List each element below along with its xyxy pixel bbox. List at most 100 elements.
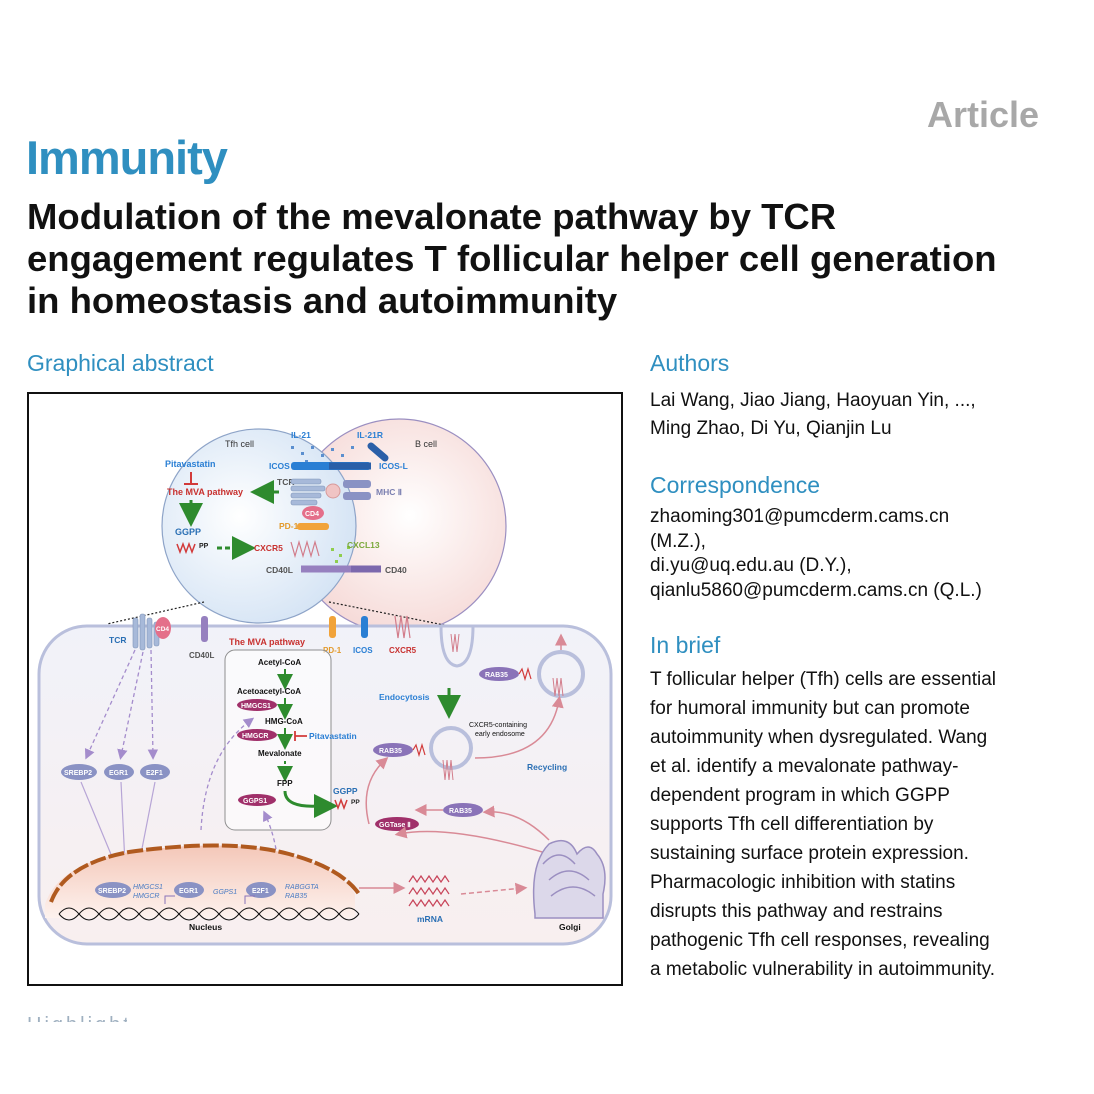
pd1-main-label: PD-1: [323, 646, 342, 655]
in-brief-line: T follicular helper (Tfh) cells are esse…: [650, 669, 997, 690]
rab35-endosome-shape: [373, 743, 413, 757]
nucleus-to-hmgcs1-arrow: [200, 717, 255, 831]
golgi-to-ggtase-arrow: [394, 826, 550, 855]
hmgcs1-enzyme-shape: [237, 699, 277, 711]
tfh-cell-label: Tfh cell: [225, 439, 254, 449]
icos-top-label: ICOS: [269, 461, 290, 471]
early-endosome: [429, 726, 473, 770]
gene-rabggta-label: RABGGTA: [285, 884, 319, 891]
rab35-endosome-label: RAB35: [379, 748, 402, 755]
mhc2-label: MHC Ⅱ: [376, 487, 402, 497]
correspondence-block: zhaoming301@pumcderm.cams.cn (M.Z.), di.…: [650, 505, 982, 603]
cd40l-main-shape: [201, 616, 208, 642]
cxcr5-main-receptor: [394, 615, 411, 639]
icos-main-label: ICOS: [353, 646, 373, 655]
endocytosis-receptor: [450, 633, 460, 653]
pd1-bar: [297, 523, 329, 530]
e2f1-label: E2F1: [146, 770, 163, 777]
peptide-shape: [325, 483, 341, 499]
hmgcr-enzyme-shape: [237, 729, 277, 741]
mva-pathway-main-label: The MVA pathway: [229, 637, 305, 647]
authors-heading: Authors: [650, 350, 730, 376]
il21r-receptor: [367, 442, 389, 462]
journal-name: Immunity: [26, 131, 228, 184]
cd4-top-shape: [302, 506, 324, 520]
cxcr5-top-label: CXCR5: [254, 543, 283, 553]
authors-line-1: Lai Wang, Jiao Jiang, Haoyuan Yin, ...,: [650, 390, 976, 411]
promoter-arrows: [164, 895, 255, 904]
tcr-complex-top: [290, 478, 326, 506]
in-brief-line: pathogenic Tfh cell responses, revealing: [650, 930, 990, 951]
tfh-cell-shape: [161, 428, 357, 624]
cd4-main-shape: [155, 617, 171, 639]
inhibit-symbol-top: [184, 472, 198, 485]
ggtase-label: GGTase Ⅱ: [379, 821, 411, 829]
fpp-to-ggpp-arrow: [283, 790, 338, 818]
srebp2-nuclear-label: SREBP2: [98, 888, 126, 895]
mrna-wave-3: [408, 898, 450, 908]
rab35-recycling-label: RAB35: [485, 672, 508, 679]
b-cell-label: B cell: [415, 439, 437, 449]
zoom-lines: [106, 601, 450, 627]
mrna-to-golgi-arrow: [460, 882, 528, 895]
pp-top-label: PP: [199, 543, 209, 550]
mhc2-lower: [343, 492, 371, 500]
endosome-label-line2: early endosome: [475, 731, 525, 738]
il21-label: IL-21: [291, 430, 311, 440]
recycling-label: Recycling: [527, 762, 567, 772]
tcr-to-e2f1-arrow: [147, 649, 159, 760]
pitavastatin-top-label: Pitavastatin: [165, 459, 216, 469]
ggps1-enzyme-shape: [238, 794, 276, 806]
in-brief-line: sustaining surface protein expression.: [650, 843, 969, 864]
article-type-label: Article: [926, 94, 1039, 135]
cd40-label: CD40: [385, 565, 407, 575]
egr1-nuclear-label: EGR1: [179, 888, 198, 895]
dna-strand-2: [58, 907, 360, 921]
in-brief-line: a metabolic vulnerability in autoimmunit…: [650, 959, 995, 980]
email-zhaoming[interactable]: zhaoming301@pumcderm.cams.cn: [650, 506, 950, 527]
cd4-top-label: CD4: [305, 511, 319, 518]
mhc2-upper: [343, 480, 371, 488]
cxcr5-main-label: CXCR5: [389, 646, 417, 655]
correspondence-heading: Correspondence: [650, 472, 821, 498]
endocytosis-label: Endocytosis: [379, 692, 430, 702]
endocytosis-invagination: [439, 625, 475, 668]
endosome-receptor: [442, 759, 454, 781]
in-brief-line: supports Tfh cell differentiation by: [650, 814, 934, 835]
e2f1-shape: [140, 764, 170, 780]
graphical-abstract-figure: Tfh cell B cell IL-21 IL-21R Pitavastati…: [27, 392, 623, 986]
tcr-top-label: TCR: [277, 477, 294, 487]
acetoacetyl-coa-label: Acetoacetyl-CoA: [237, 687, 301, 696]
graphical-abstract-svg: Tfh cell B cell IL-21 IL-21R Pitavastati…: [37, 418, 613, 946]
mrna-wave-1: [408, 874, 450, 884]
inhibit-symbol-main: [294, 731, 307, 741]
golgi-shape: [532, 839, 606, 919]
cxcr5-top-receptor: [290, 539, 320, 559]
fpp-label: FPP: [277, 779, 293, 788]
nucleus-label: Nucleus: [189, 922, 222, 932]
mrna-label: mRNA: [417, 914, 443, 924]
ggps1-enzyme-label: GGPS1: [243, 798, 267, 805]
ggpp-main-label: GGPP: [333, 786, 358, 796]
egr1-shape: [104, 764, 134, 780]
cd40l-top-label: CD40L: [266, 565, 293, 575]
ggpp-top-label: GGPP: [175, 527, 201, 537]
email-qianlu[interactable]: qianlu5860@pumcderm.cams.cn (Q.L.): [650, 579, 982, 601]
egr1-label: EGR1: [109, 770, 128, 777]
pp-main-label: PP: [351, 799, 360, 806]
in-brief-heading: In brief: [650, 632, 721, 658]
cd40l-main-label: CD40L: [189, 651, 214, 660]
golgi-cisternae: [542, 854, 596, 897]
hmgcs1-enzyme-label: HMGCS1: [241, 703, 271, 710]
email-diyu[interactable]: di.yu@uq.edu.au (D.Y.),: [650, 555, 852, 576]
mevalonate-label: Mevalonate: [258, 749, 302, 758]
graphical-abstract-heading: Graphical abstract: [27, 350, 214, 376]
pd1-main-shape: [329, 616, 336, 638]
acetyl-coa-label: Acetyl-CoA: [258, 658, 301, 667]
in-brief-line: autoimmunity when dysregulated. Wang: [650, 727, 988, 748]
pd1-top-label: PD-1: [279, 521, 299, 531]
recycling-arrow: [474, 695, 564, 759]
email-zhaoming-initials: (M.Z.),: [650, 530, 706, 552]
egr1-nuclear-shape: [174, 882, 204, 898]
pitavastatin-main-label: Pitavastatin: [309, 731, 357, 741]
